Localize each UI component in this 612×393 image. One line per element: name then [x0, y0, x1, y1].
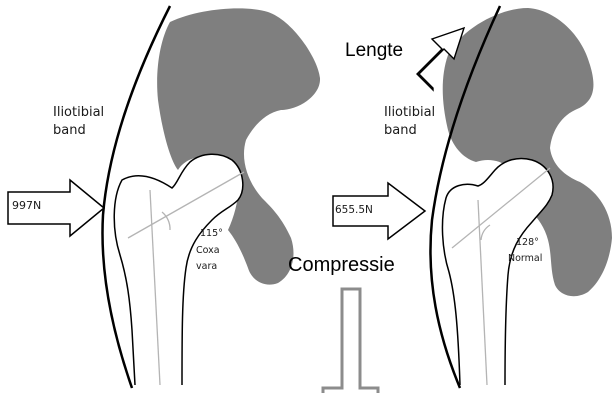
compression-bar	[323, 289, 378, 393]
right-band-label-line1: Iliotibial	[384, 106, 435, 121]
left-angle-label: 115°	[200, 229, 223, 240]
right-condition-label: Normal	[508, 254, 542, 265]
right-panel-drawing	[333, 6, 612, 388]
left-condition-line2: vara	[196, 262, 217, 273]
left-femur-outline	[114, 154, 243, 385]
right-angle-label: 128°	[516, 238, 539, 249]
left-band-label-line2: band	[53, 124, 86, 139]
left-condition-line1: Coxa	[196, 246, 220, 257]
right-force-label: 655.5N	[335, 204, 373, 216]
left-force-label: 997N	[12, 200, 41, 213]
left-panel-drawing	[8, 6, 320, 388]
lengthening-label: Lengte	[345, 40, 403, 62]
right-femur-outline	[442, 158, 553, 385]
right-band-label-line2: band	[384, 124, 417, 139]
compression-label: Compressie	[288, 254, 395, 277]
left-band-label-line1: Iliotibial	[53, 106, 104, 121]
